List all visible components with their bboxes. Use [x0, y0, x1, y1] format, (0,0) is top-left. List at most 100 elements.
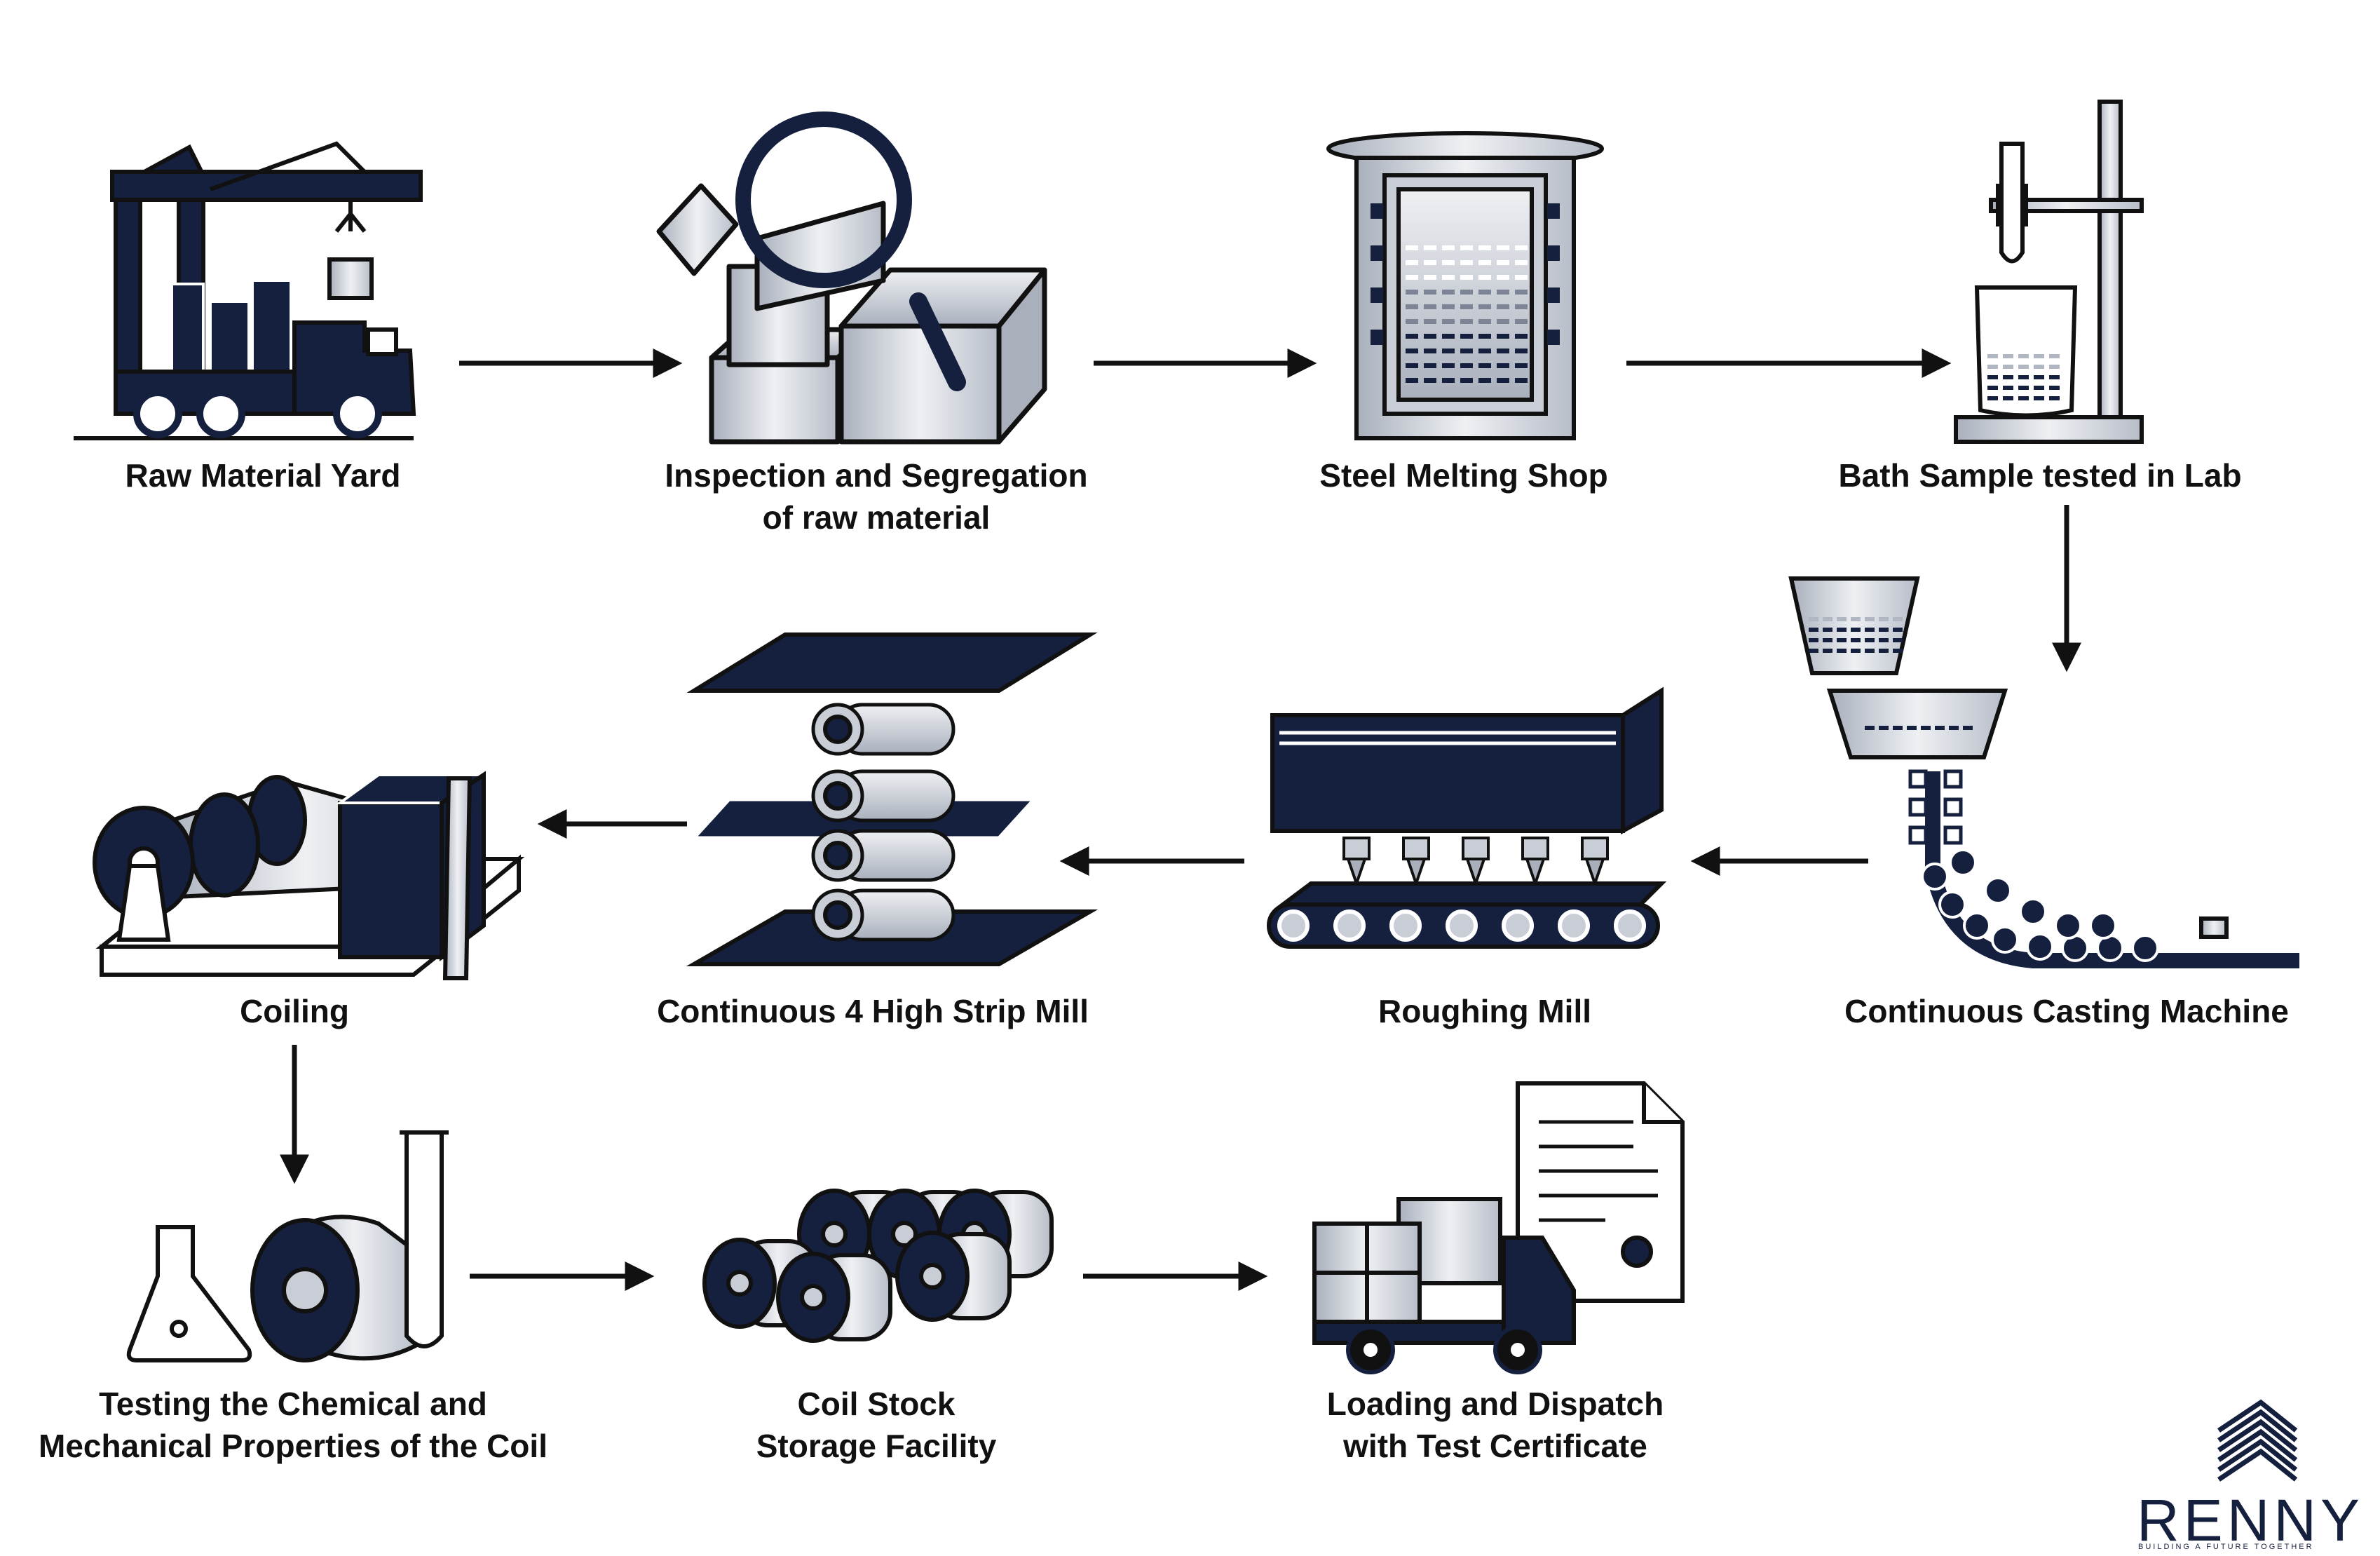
melt-dash: [1424, 304, 1436, 309]
sample-dash: [2034, 386, 2044, 390]
step-label-dispatch: Loading and Dispatch with Test Certifica…: [1326, 1386, 1664, 1464]
ladle-dash: [1893, 628, 1903, 632]
melt-dash: [1442, 290, 1455, 295]
melt-dash: [1515, 275, 1528, 280]
melt-dash: [1460, 245, 1473, 250]
melt-dash: [1497, 260, 1509, 265]
ladle-dash: [1865, 617, 1875, 621]
sample-dash: [1987, 375, 1998, 379]
coiler-icon: [93, 771, 525, 980]
melt-dash: [1442, 260, 1455, 265]
sample-dash: [2018, 354, 2029, 358]
step-label-bath-sample-lab: Bath Sample tested in Lab: [1838, 457, 2242, 494]
step-label-roughing-mill: Roughing Mill: [1378, 993, 1592, 1029]
step-label-coil-storage: Coil Stock Storage Facility: [756, 1386, 997, 1464]
casting-roll: [2026, 933, 2054, 961]
logo-chevron: [2217, 1428, 2298, 1462]
casting-roll: [2089, 912, 2117, 940]
ladle-dash: [1893, 617, 1903, 621]
magnifier-boxes-icon: [656, 111, 1047, 445]
sample-dash: [1987, 386, 1998, 390]
melt-dash: [1478, 363, 1491, 368]
melt-dash: [1497, 275, 1509, 280]
tundish-dash: [1865, 726, 1875, 730]
ladle-dash: [1809, 649, 1818, 653]
logo-chevron: [2217, 1419, 2298, 1452]
melt-dash: [1406, 319, 1418, 324]
coil-core: [726, 1270, 753, 1297]
sample-dash: [2049, 375, 2060, 379]
ladle-dash: [1823, 649, 1832, 653]
sample-dash: [2003, 365, 2013, 369]
truck-certificate-icon: [1312, 1081, 1685, 1374]
casting-roll: [2054, 912, 2082, 940]
sample-dash: [2018, 396, 2029, 400]
melt-dash: [1424, 349, 1436, 353]
press-tip: [1525, 858, 1546, 888]
melt-dash: [1478, 334, 1491, 339]
sample-dash: [2049, 354, 2060, 358]
ladle-dash: [1823, 617, 1832, 621]
melt-dash: [1478, 275, 1491, 280]
ladle-dash: [1851, 628, 1861, 632]
furnace-icon: [1326, 131, 1604, 440]
melt-dash: [1497, 290, 1509, 295]
ladle-dash: [1879, 617, 1889, 621]
melt-dash: [1460, 275, 1473, 280]
melt-dash: [1442, 349, 1455, 353]
melt-dash: [1460, 334, 1473, 339]
ladle-dash: [1851, 649, 1861, 653]
melt-dash: [1515, 304, 1528, 309]
melt-dash: [1460, 378, 1473, 383]
melt-dash: [1515, 334, 1528, 339]
coil-core: [821, 1221, 848, 1247]
melt-dash: [1460, 319, 1473, 324]
ladle-dash: [1837, 628, 1847, 632]
melt-dash: [1515, 349, 1528, 353]
ladle-dash: [1837, 649, 1847, 653]
roughing-mill-icon: [1267, 686, 1667, 949]
mill-roll-hub: [823, 715, 852, 744]
mill-roll-hub: [823, 781, 852, 811]
step-label-steel-melting-shop: Steel Melting Shop: [1319, 457, 1608, 494]
press-tip: [1584, 858, 1605, 888]
tundish-dash: [1949, 726, 1959, 730]
mill-roll-hub: [823, 900, 852, 930]
press-head: [1521, 837, 1549, 860]
press-head: [1462, 837, 1490, 860]
press-tip: [1346, 858, 1367, 888]
melt-dash: [1424, 275, 1436, 280]
ladle-dash: [1823, 638, 1832, 642]
conveyor-wheel: [1389, 909, 1422, 942]
ladle-dash: [1865, 638, 1875, 642]
melt-dash: [1497, 319, 1509, 324]
step-label-strip-mill: Continuous 4 High Strip Mill: [657, 993, 1089, 1029]
tundish-dash: [1935, 726, 1945, 730]
melt-dash: [1515, 363, 1528, 368]
ladle-dash: [1879, 638, 1889, 642]
tundish-dash: [1921, 726, 1931, 730]
melt-dash: [1497, 334, 1509, 339]
tundish-dash: [1963, 726, 1973, 730]
sample-dash: [2018, 375, 2029, 379]
sample-dash: [2003, 354, 2013, 358]
conveyor-wheel: [1333, 909, 1366, 942]
sample-dash: [2049, 386, 2060, 390]
ladle-dash: [1893, 649, 1903, 653]
casting-roll: [1938, 891, 1966, 919]
sample-dash: [2003, 375, 2013, 379]
melt-dash: [1424, 290, 1436, 295]
logo-chevron: [2217, 1409, 2298, 1442]
conveyor-wheel: [1502, 909, 1534, 942]
melt-dash: [1424, 245, 1436, 250]
brand-tagline: BUILDING A FUTURE TOGETHER: [2138, 1543, 2314, 1551]
ladle-dash: [1823, 628, 1832, 632]
melt-dash: [1478, 378, 1491, 383]
melt-dash: [1497, 304, 1509, 309]
coil-core: [800, 1284, 827, 1311]
sample-dash: [2018, 365, 2029, 369]
ladle-dash: [1837, 617, 1847, 621]
caster-icon: [1788, 576, 2299, 968]
melt-dash: [1424, 260, 1436, 265]
melt-dash: [1442, 304, 1455, 309]
